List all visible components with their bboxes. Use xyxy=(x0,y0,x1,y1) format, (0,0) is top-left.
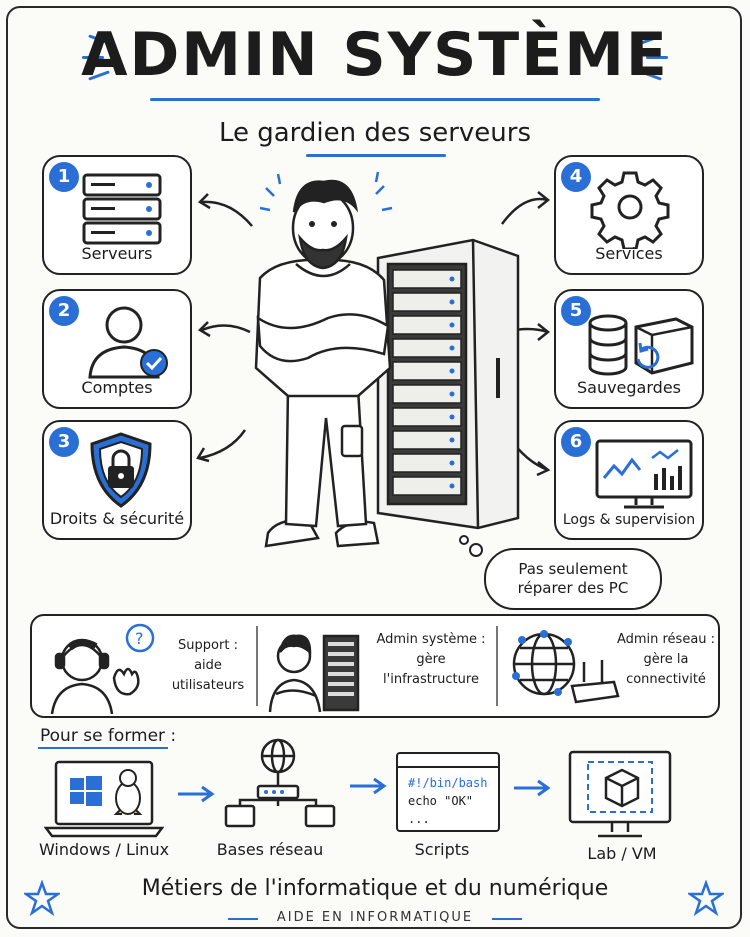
card-label: Comptes xyxy=(81,378,153,397)
footer-title: Métiers de l'informatique et du numériqu… xyxy=(141,876,609,901)
card-number-badge: 6 xyxy=(561,427,591,457)
rack-unit xyxy=(392,315,462,335)
page-subtitle: Le gardien des serveurs xyxy=(218,118,532,148)
role-line: Admin réseau : xyxy=(616,632,716,647)
training-step-label: Lab / VM xyxy=(587,844,657,863)
title-underline xyxy=(150,98,600,101)
sysadmin-character-illustration xyxy=(254,171,520,548)
star-icon xyxy=(688,880,724,916)
card-label: Logs & supervision xyxy=(562,512,696,528)
rack-led xyxy=(449,345,455,351)
subtitle-underline xyxy=(306,154,446,157)
shield-lock-icon xyxy=(90,432,152,508)
panel-divider xyxy=(256,626,258,706)
role-line: l'infrastructure xyxy=(383,672,479,687)
roles-comparison-panel: ? Support : aide utilisateurs Admin syst… xyxy=(30,614,720,718)
training-step-label: Scripts xyxy=(414,840,470,859)
card-number-badge: 3 xyxy=(49,427,79,457)
svg-text:?: ? xyxy=(135,629,144,648)
network-topology-icon xyxy=(224,738,336,828)
rack-unit xyxy=(392,361,462,381)
role-line: gère xyxy=(416,652,446,667)
arrow-right-icon xyxy=(514,779,551,797)
rack-led xyxy=(449,322,455,328)
rack-led xyxy=(449,460,455,466)
role-line: aide utilisateurs xyxy=(171,658,245,693)
card-droits-securite: 3 Droits & sécurité xyxy=(42,420,192,540)
card-label: Sauvegardes xyxy=(576,378,681,397)
card-label: Droits & sécurité xyxy=(49,509,185,528)
rack-units xyxy=(392,269,462,496)
laptop-os-icon xyxy=(44,760,164,838)
gear-icon xyxy=(590,171,670,249)
rack-unit xyxy=(392,269,462,289)
role-line: Admin système : xyxy=(376,632,486,647)
card-logs-supervision: 6 Logs & supervision xyxy=(554,420,704,540)
script-code-line: echo "OK" xyxy=(408,794,474,808)
virtual-machine-icon xyxy=(568,750,672,838)
arrow-right-icon xyxy=(350,777,387,795)
training-title: Pour se former : xyxy=(40,726,177,746)
card-label: Services xyxy=(595,244,663,263)
panel-divider xyxy=(496,626,498,706)
rack-unit xyxy=(392,407,462,427)
footer-dash xyxy=(492,918,522,920)
user-account-icon xyxy=(88,306,168,379)
rack-led xyxy=(449,391,455,397)
thought-bubble-dots xyxy=(459,535,483,557)
rack-led xyxy=(449,483,455,489)
footer-dash xyxy=(228,918,258,920)
rack-unit xyxy=(392,292,462,312)
training-step-label: Windows / Linux xyxy=(38,840,170,859)
thought-bubble: Pas seulement réparer des PC xyxy=(484,548,662,610)
rack-unit xyxy=(392,476,462,496)
rack-unit xyxy=(392,384,462,404)
page-frame xyxy=(6,6,742,929)
bubble-text-line: réparer des PC xyxy=(517,579,629,597)
training-title-underline xyxy=(38,747,168,749)
card-number-badge: 4 xyxy=(561,162,591,192)
page-title: ADMIN SYSTÈME xyxy=(81,20,669,90)
terminal-script-icon: #!/bin/bash echo "OK" ... xyxy=(396,752,500,832)
rack-led xyxy=(449,437,455,443)
rack-led xyxy=(449,368,455,374)
arrow-right-icon xyxy=(178,785,215,803)
card-sauvegardes: 5 Sauvegardes xyxy=(554,289,704,409)
card-number-badge: 1 xyxy=(49,162,79,192)
role-line: gère la xyxy=(643,652,689,667)
role-sysadmin-text: Admin système : gère l'infrastructure xyxy=(366,630,496,690)
card-label: Serveurs xyxy=(81,244,153,263)
role-support-text: Support : aide utilisateurs xyxy=(158,636,258,696)
monitor-chart-icon xyxy=(595,439,693,509)
rack-led xyxy=(449,414,455,420)
role-network-admin-text: Admin réseau : gère la connectivité xyxy=(616,630,716,690)
rack-led xyxy=(449,299,455,305)
script-code-line: #!/bin/bash xyxy=(408,776,488,790)
card-number-badge: 2 xyxy=(49,296,79,326)
rack-unit xyxy=(392,453,462,473)
card-comptes: 2 Comptes xyxy=(42,289,192,409)
rack-led xyxy=(449,276,455,282)
footer-subtitle: AIDE EN INFORMATIQUE xyxy=(276,910,474,925)
title-dash-decoration xyxy=(646,56,668,59)
card-services: 4 Services xyxy=(554,155,704,275)
database-backup-icon xyxy=(588,314,694,376)
card-serveurs: 1 Serveurs xyxy=(42,155,192,275)
rack-unit xyxy=(392,430,462,450)
role-line: connectivité xyxy=(626,672,706,687)
support-headset-icon: ? xyxy=(50,623,155,714)
sysadmin-server-icon xyxy=(268,634,360,713)
title-dash-decoration xyxy=(82,56,104,59)
server-stack-icon xyxy=(82,173,162,245)
training-step-label: Bases réseau xyxy=(216,840,324,859)
script-code-line: ... xyxy=(408,812,430,826)
bubble-text-line: Pas seulement xyxy=(518,560,628,578)
network-globe-router-icon xyxy=(512,630,620,704)
rack-unit xyxy=(392,338,462,358)
card-number-badge: 5 xyxy=(561,296,591,326)
star-icon xyxy=(24,880,60,916)
role-line: Support : xyxy=(178,638,238,653)
